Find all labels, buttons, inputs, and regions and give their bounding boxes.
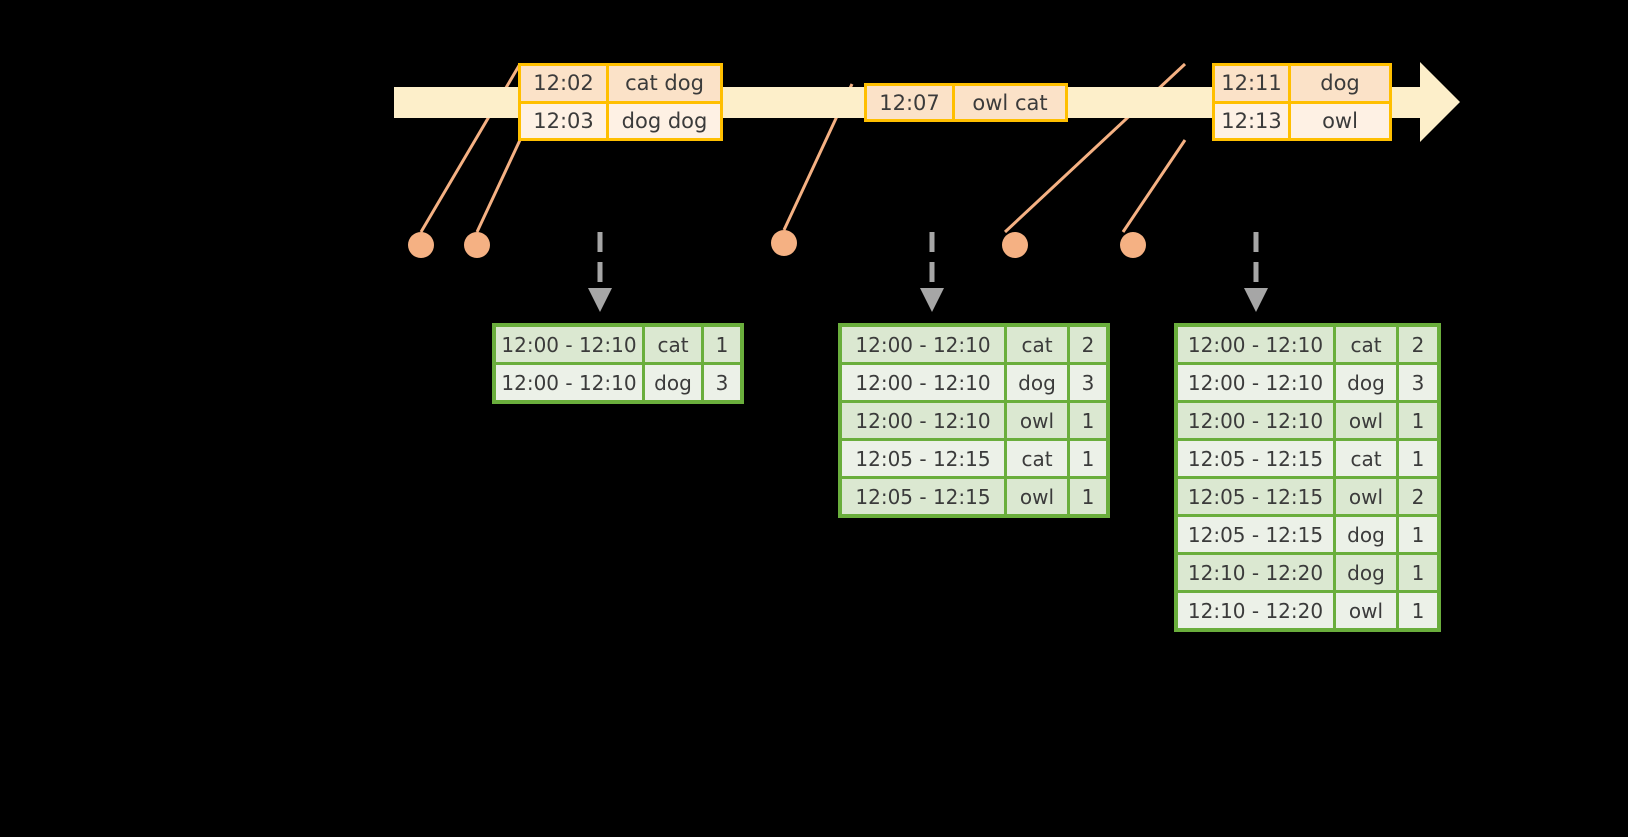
table-row[interactable]: 12:00 - 12:10 cat 2 xyxy=(842,327,1106,362)
table-row[interactable]: 12:05 - 12:15 cat 1 xyxy=(1178,441,1437,476)
window-cell: 12:00 - 12:10 xyxy=(1178,327,1333,362)
dashed-arrow-2 xyxy=(920,232,944,312)
word-cell: owl xyxy=(1336,593,1396,628)
count-cell: 2 xyxy=(1399,327,1437,362)
window-cell: 12:00 - 12:10 xyxy=(1178,365,1333,400)
count-cell: 3 xyxy=(704,365,740,400)
event-words: dog xyxy=(1320,71,1360,96)
window-cell: 12:05 - 12:15 xyxy=(1178,517,1333,552)
word-cell: dog xyxy=(645,365,701,400)
event-row[interactable]: 12:02 cat dog xyxy=(521,66,720,101)
window-cell: 12:05 - 12:15 xyxy=(1178,479,1333,514)
window-cell: 12:00 - 12:10 xyxy=(842,327,1004,362)
count-cell: 3 xyxy=(1399,365,1437,400)
table-row[interactable]: 12:10 - 12:20 owl 1 xyxy=(1178,593,1437,628)
word-cell: dog xyxy=(1007,365,1067,400)
event-row[interactable]: 12:07 owl cat xyxy=(867,86,1065,119)
table-row[interactable]: 12:05 - 12:15 dog 1 xyxy=(1178,517,1437,552)
window-cell: 12:00 - 12:10 xyxy=(496,365,642,400)
window-cell: 12:10 - 12:20 xyxy=(1178,593,1333,628)
table-row[interactable]: 12:00 - 12:10 dog 3 xyxy=(496,365,740,400)
event-time: 12:13 xyxy=(1215,103,1291,138)
count-cell: 1 xyxy=(1399,593,1437,628)
event-time: 12:03 xyxy=(521,103,609,138)
event-row[interactable]: 12:13 owl xyxy=(1215,100,1389,138)
event-dot-3[interactable] xyxy=(771,230,797,256)
count-cell: 1 xyxy=(1070,479,1106,514)
event-words: cat dog xyxy=(625,71,704,96)
dashed-arrow-1 xyxy=(588,232,612,312)
event-time: 12:07 xyxy=(867,86,955,119)
count-cell: 2 xyxy=(1070,327,1106,362)
event-row[interactable]: 12:11 dog xyxy=(1215,66,1389,101)
table-row[interactable]: 12:05 - 12:15 owl 1 xyxy=(842,479,1106,514)
window-cell: 12:10 - 12:20 xyxy=(1178,555,1333,590)
event-words: dog dog xyxy=(621,108,708,133)
event-dot-1[interactable] xyxy=(408,232,434,258)
result-table-3[interactable]: 12:00 - 12:10 cat 2 12:00 - 12:10 dog 3 … xyxy=(1174,323,1441,632)
event-words: owl cat xyxy=(972,90,1048,115)
window-cell: 12:05 - 12:15 xyxy=(1178,441,1333,476)
event-words: owl xyxy=(1322,108,1358,133)
count-cell: 1 xyxy=(1399,441,1437,476)
result-table-2[interactable]: 12:00 - 12:10 cat 2 12:00 - 12:10 dog 3 … xyxy=(838,323,1110,518)
count-cell: 1 xyxy=(1070,403,1106,438)
word-cell: dog xyxy=(1336,555,1396,590)
word-cell: cat xyxy=(1336,327,1396,362)
result-table-1[interactable]: 12:00 - 12:10 cat 1 12:00 - 12:10 dog 3 xyxy=(492,323,744,404)
count-cell: 1 xyxy=(704,327,740,362)
event-dot-5[interactable] xyxy=(1120,232,1146,258)
event-box-group-3[interactable]: 12:11 dog 12:13 owl xyxy=(1212,63,1392,141)
word-cell: dog xyxy=(1336,365,1396,400)
word-cell: cat xyxy=(1336,441,1396,476)
event-time: 12:11 xyxy=(1215,66,1291,101)
window-cell: 12:00 - 12:10 xyxy=(1178,403,1333,438)
count-cell: 1 xyxy=(1399,555,1437,590)
table-row[interactable]: 12:00 - 12:10 owl 1 xyxy=(1178,403,1437,438)
count-cell: 3 xyxy=(1070,365,1106,400)
table-row[interactable]: 12:00 - 12:10 cat 2 xyxy=(1178,327,1437,362)
table-row[interactable]: 12:05 - 12:15 owl 2 xyxy=(1178,479,1437,514)
count-cell: 1 xyxy=(1399,517,1437,552)
table-row[interactable]: 12:05 - 12:15 cat 1 xyxy=(842,441,1106,476)
word-cell: cat xyxy=(1007,327,1067,362)
word-cell: owl xyxy=(1007,403,1067,438)
word-cell: owl xyxy=(1336,479,1396,514)
word-cell: owl xyxy=(1336,403,1396,438)
count-cell: 1 xyxy=(1399,403,1437,438)
table-row[interactable]: 12:00 - 12:10 dog 3 xyxy=(1178,365,1437,400)
table-row[interactable]: 12:00 - 12:10 dog 3 xyxy=(842,365,1106,400)
event-row[interactable]: 12:03 dog dog xyxy=(521,100,720,138)
event-box-group-2[interactable]: 12:07 owl cat xyxy=(864,83,1068,122)
count-cell: 1 xyxy=(1070,441,1106,476)
window-cell: 12:00 - 12:10 xyxy=(496,327,642,362)
table-row[interactable]: 12:10 - 12:20 dog 1 xyxy=(1178,555,1437,590)
word-cell: cat xyxy=(1007,441,1067,476)
event-box-group-1[interactable]: 12:02 cat dog 12:03 dog dog xyxy=(518,63,723,141)
dashed-arrow-3 xyxy=(1244,232,1268,312)
event-dot-2[interactable] xyxy=(464,232,490,258)
event-dot-4[interactable] xyxy=(1002,232,1028,258)
count-cell: 2 xyxy=(1399,479,1437,514)
window-cell: 12:00 - 12:10 xyxy=(842,365,1004,400)
word-cell: dog xyxy=(1336,517,1396,552)
table-row[interactable]: 12:00 - 12:10 cat 1 xyxy=(496,327,740,362)
word-cell: cat xyxy=(645,327,701,362)
event-time: 12:02 xyxy=(521,66,609,101)
word-cell: owl xyxy=(1007,479,1067,514)
window-cell: 12:00 - 12:10 xyxy=(842,403,1004,438)
window-cell: 12:05 - 12:15 xyxy=(842,441,1004,476)
table-row[interactable]: 12:00 - 12:10 owl 1 xyxy=(842,403,1106,438)
window-cell: 12:05 - 12:15 xyxy=(842,479,1004,514)
